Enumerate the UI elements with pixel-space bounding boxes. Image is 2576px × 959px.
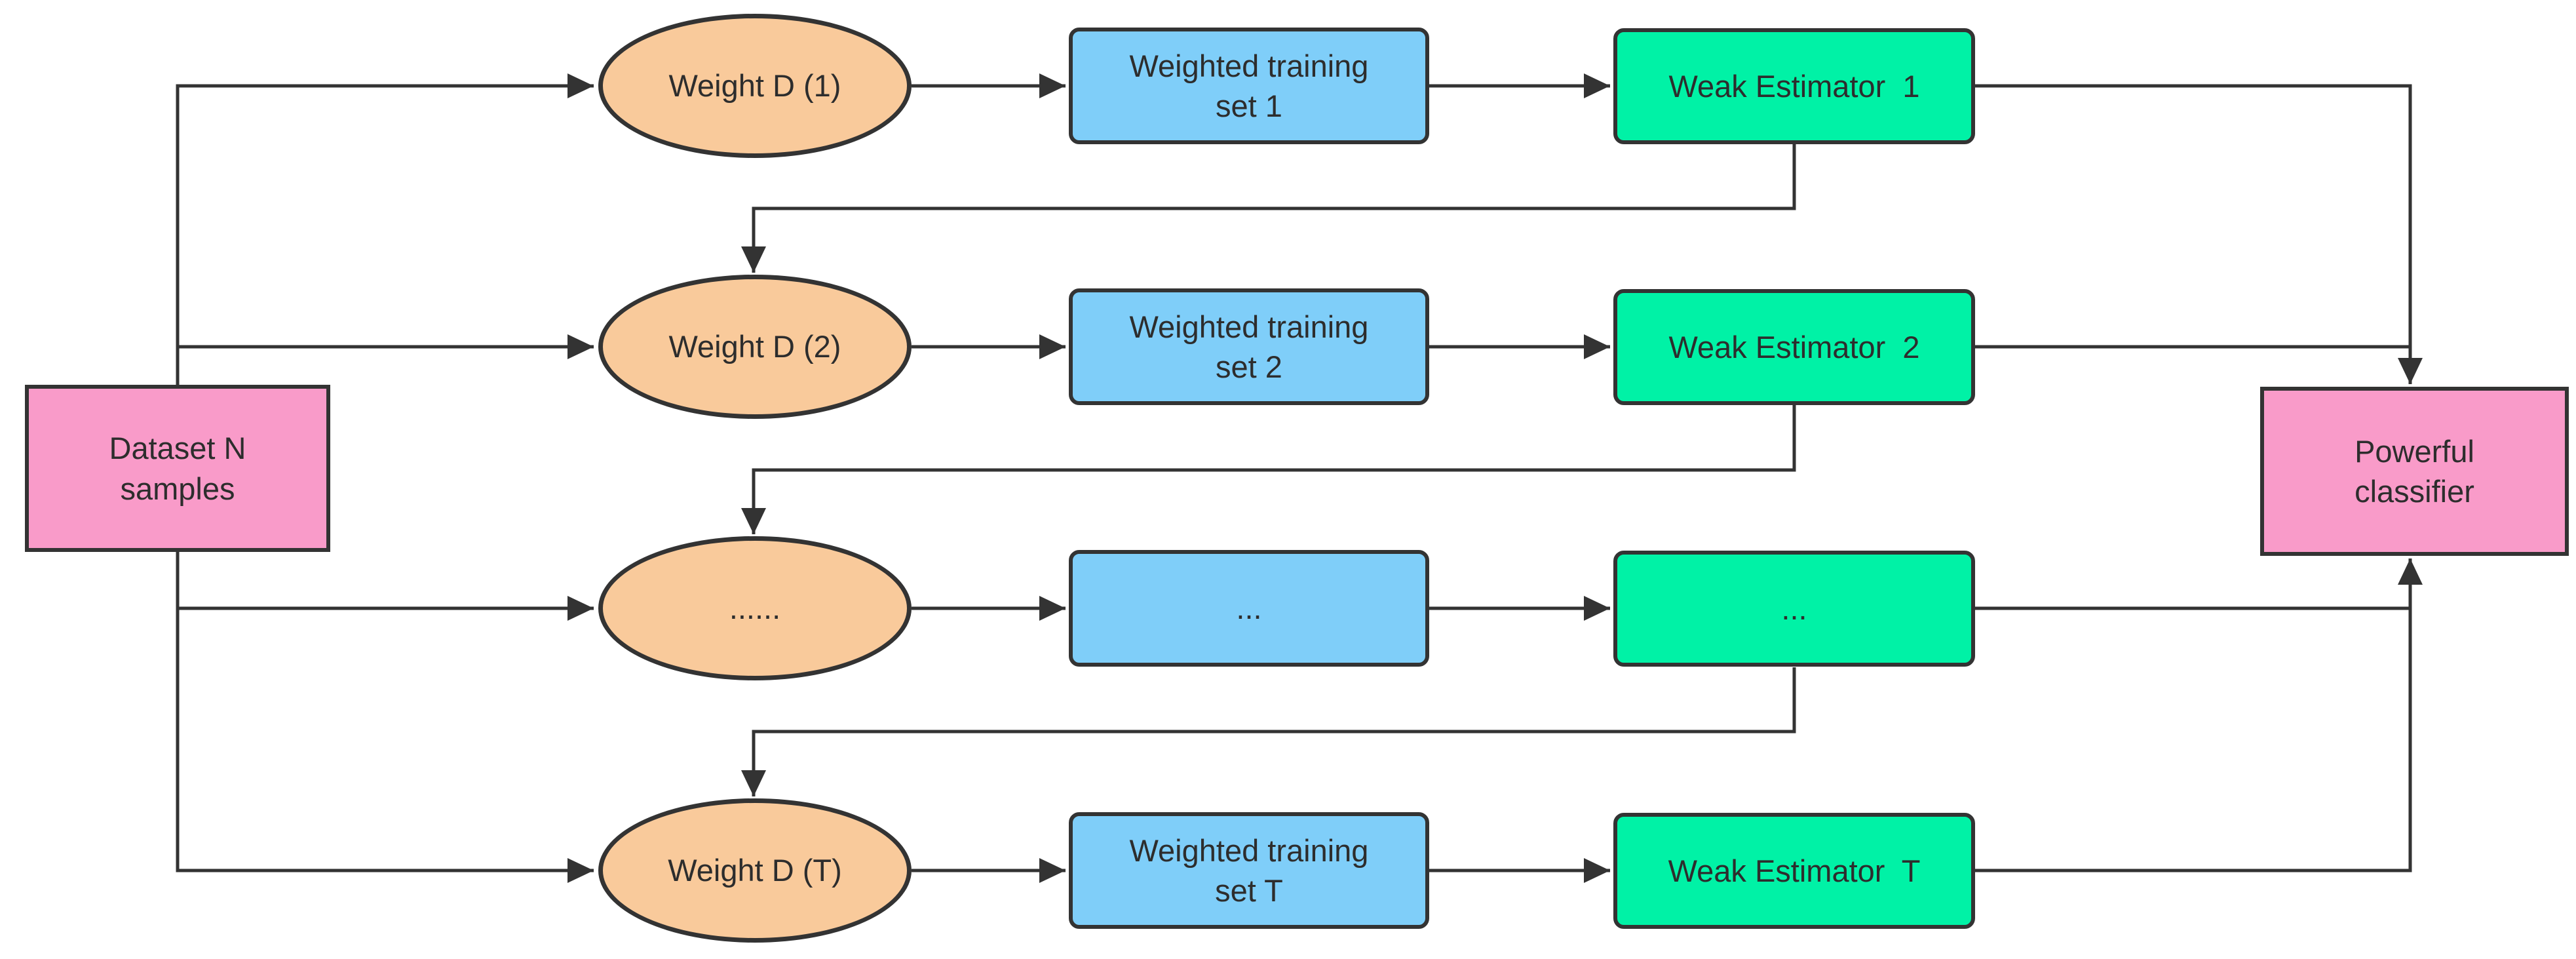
node-training-set-1-label: Weighted training set 1 bbox=[1129, 48, 1369, 123]
node-weight-ellipsis: ...... bbox=[598, 536, 912, 680]
node-weight-T-label: Weight D (T) bbox=[668, 853, 842, 888]
arrow-estimator4-to-classifier bbox=[1975, 558, 2423, 872]
node-weak-estimator-2-label: Weak Estimator 2 bbox=[1668, 329, 1920, 364]
node-weak-estimator-ellipsis: ... bbox=[1613, 551, 1975, 667]
node-training-set-T-label: Weighted training set T bbox=[1129, 832, 1369, 908]
arrow-estimator3-to-weight4 bbox=[741, 667, 1796, 796]
node-weight-2-label: Weight D (2) bbox=[668, 329, 841, 364]
node-training-set-T: Weighted training set T bbox=[1069, 812, 1429, 929]
node-training-set-2-label: Weighted training set 2 bbox=[1129, 309, 1369, 384]
node-weight-ellipsis-label: ...... bbox=[729, 591, 781, 626]
node-weight-2: Weight D (2) bbox=[598, 275, 912, 419]
node-weight-T: Weight D (T) bbox=[598, 798, 912, 943]
node-powerful-classifier: Powerful classifier bbox=[2260, 387, 2569, 556]
node-dataset: Dataset N samples bbox=[25, 385, 330, 552]
arrow-dataset-to-weight-4 bbox=[176, 552, 594, 883]
node-training-set-ellipsis: ... bbox=[1069, 550, 1429, 667]
node-weak-estimator-1-label: Weak Estimator 1 bbox=[1668, 68, 1920, 104]
node-weak-estimator-2: Weak Estimator 2 bbox=[1613, 289, 1975, 405]
node-dataset-label: Dataset N samples bbox=[109, 431, 246, 506]
node-training-set-2: Weighted training set 2 bbox=[1069, 288, 1429, 405]
node-weak-estimator-T: Weak Estimator T bbox=[1613, 813, 1975, 929]
node-powerful-classifier-label: Powerful classifier bbox=[2355, 433, 2474, 509]
arrow-estimator1-to-weight2 bbox=[741, 144, 1796, 273]
node-weak-estimator-1: Weak Estimator 1 bbox=[1613, 28, 1975, 144]
arrow-estimator1-to-classifier bbox=[1975, 84, 2423, 384]
node-training-set-ellipsis-label: ... bbox=[1236, 591, 1262, 626]
arrow-dataset-to-weight-1 bbox=[176, 73, 594, 385]
node-training-set-1: Weighted training set 1 bbox=[1069, 28, 1429, 144]
node-weak-estimator-T-label: Weak Estimator T bbox=[1668, 853, 1921, 888]
node-weight-1: Weight D (1) bbox=[598, 14, 912, 158]
node-weak-estimator-ellipsis-label: ... bbox=[1781, 591, 1807, 626]
arrow-estimator2-to-weight3 bbox=[741, 404, 1796, 534]
node-weight-1-label: Weight D (1) bbox=[668, 68, 841, 104]
